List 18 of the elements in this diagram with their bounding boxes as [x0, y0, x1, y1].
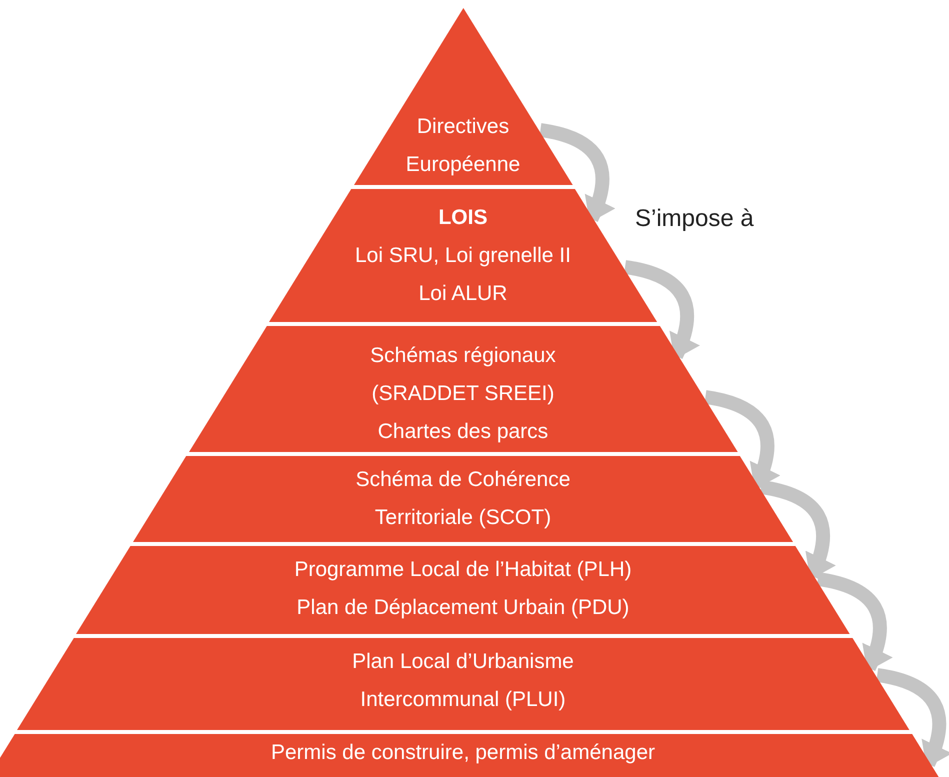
band-text: Schéma de Cohérence Territoriale (SCOT)	[354, 467, 572, 531]
band-text: Plan Local d’Urbanisme Intercommunal (PLUI)	[351, 649, 575, 713]
band-text: Loi SRU, Loi grenelle II	[355, 243, 571, 269]
note-text: S’impose à	[635, 205, 754, 233]
band-text: Chartes des parcs	[378, 419, 548, 445]
band-text: Permis de construire, permis d’aménager	[271, 740, 655, 766]
band-text: Schémas régionaux (SRADDET SREEI)	[369, 343, 557, 407]
band-text: Programme Local de l’Habitat (PLH)	[294, 557, 632, 583]
band-heading: LOIS	[438, 205, 488, 231]
band-text: Loi ALUR	[418, 281, 508, 307]
band-text: Plan de Déplacement Urbain (PDU)	[296, 595, 630, 621]
curved-arrow	[760, 480, 836, 580]
curved-arrow	[704, 390, 780, 490]
curved-arrow	[624, 260, 700, 360]
curved-arrow	[816, 572, 892, 672]
curved-arrow	[876, 668, 949, 768]
curved-arrow	[539, 123, 615, 223]
band-text: Directives Européenne	[404, 114, 522, 178]
